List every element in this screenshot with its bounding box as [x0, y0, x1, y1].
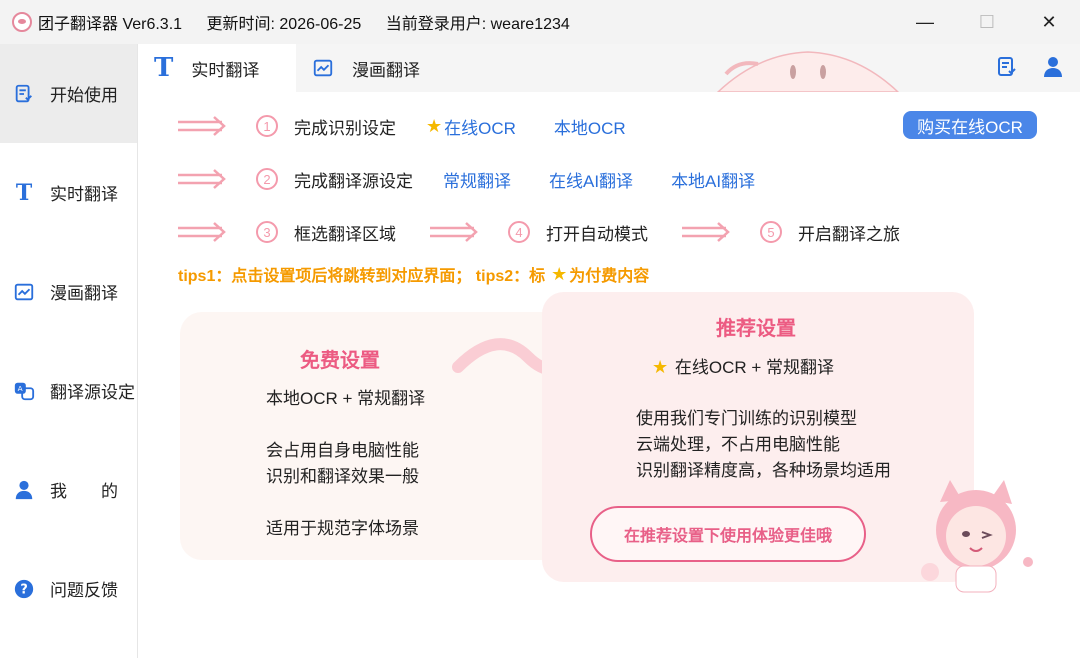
step-row-1: 1 完成识别设定 ★在线OCR 本地OCR	[176, 111, 664, 141]
app-title: 团子翻译器 Ver6.3.1	[38, 16, 183, 33]
tab-realtime-translate[interactable]: T 实时翻译	[138, 44, 296, 92]
arrow-icon	[430, 222, 478, 242]
sidebar-item-label: 开始使用	[50, 86, 118, 105]
card-subtitle: 本地OCR + 常规翻译	[266, 389, 426, 408]
notes-icon[interactable]	[994, 54, 1020, 80]
online-ai-translate-link[interactable]: 在线AI翻译	[549, 171, 634, 191]
sidebar-item-manga-translate[interactable]: 漫画翻译	[0, 242, 137, 341]
card-desc: 适用于规范字体场景	[266, 519, 419, 538]
regular-translate-link[interactable]: 常规翻译	[443, 171, 511, 191]
mascot-character-image	[921, 480, 1033, 593]
tab-bar: T 实时翻译 漫画翻译	[138, 44, 1080, 92]
online-ocr-link[interactable]: ★在线OCR	[426, 114, 516, 139]
current-user: 当前登录用户: weare1234	[385, 16, 570, 33]
step-label: 开启翻译之旅	[798, 224, 900, 244]
user-icon[interactable]	[1040, 54, 1066, 80]
tips-part1: tips1：点击设置项后将跳转到对应界面； tips2：标	[178, 268, 546, 285]
t-icon: T	[15, 179, 33, 206]
tab-label: 漫画翻译	[352, 60, 420, 80]
sidebar-item-label: 问题反馈	[50, 581, 118, 600]
card-subtitle-text: 在线OCR + 常规翻译	[674, 358, 835, 377]
card-title: 免费设置	[300, 350, 380, 372]
arrow-icon	[178, 169, 226, 189]
app-logo-icon	[12, 12, 32, 32]
tips-text: tips1：点击设置项后将跳转到对应界面； tips2：标 ★ 为付费内容	[178, 262, 649, 286]
sidebar-item-mine[interactable]: 我 的	[0, 440, 137, 539]
star-icon: ★	[551, 263, 568, 284]
sidebar-item-label: 实时翻译	[50, 185, 118, 204]
tab-manga-translate[interactable]: 漫画翻译	[296, 44, 436, 92]
card-desc: 识别翻译精度高，各种场景均适用	[636, 461, 891, 480]
translate-source-icon: A	[12, 379, 36, 403]
card-desc: 云端处理，不占用电脑性能	[636, 435, 840, 454]
tips-part2: 为付费内容	[569, 268, 650, 285]
arrow-icon	[682, 222, 730, 242]
card-desc: 识别和翻译效果一般	[266, 467, 419, 486]
tab-bar-actions	[994, 54, 1066, 80]
step-row-2: 2 完成翻译源设定 常规翻译 在线AI翻译 本地AI翻译	[176, 164, 793, 194]
step-number-badge: 5	[760, 221, 782, 243]
step-label[interactable]: 打开自动模式	[546, 224, 648, 244]
image-icon	[12, 280, 36, 304]
local-ocr-link[interactable]: 本地OCR	[553, 118, 626, 138]
svg-text:A: A	[18, 384, 23, 393]
image-icon	[312, 57, 334, 79]
arrow-icon	[178, 116, 226, 136]
card-subtitle: ★ 在线OCR + 常规翻译	[652, 354, 834, 381]
sidebar-item-feedback[interactable]: ? 问题反馈	[0, 539, 137, 638]
guide-icon	[12, 82, 36, 106]
sidebar-item-label: 翻译源设定	[50, 383, 135, 402]
link-label: 在线OCR	[444, 118, 516, 138]
card-desc: 使用我们专门训练的识别模型	[636, 409, 857, 428]
local-ai-translate-link[interactable]: 本地AI翻译	[671, 171, 756, 191]
minimize-button[interactable]: —	[916, 11, 934, 32]
close-button[interactable]: ✕	[1041, 11, 1057, 32]
arrow-icon	[178, 222, 226, 242]
svg-text:?: ?	[20, 582, 27, 597]
step-row-3: 3 框选翻译区域 4 打开自动模式 5 开启翻译之旅	[176, 217, 930, 247]
step-label[interactable]: 完成翻译源设定	[294, 171, 413, 191]
step-label[interactable]: 完成识别设定	[294, 118, 396, 138]
star-icon: ★	[652, 357, 669, 377]
star-icon: ★	[426, 115, 443, 136]
step-label[interactable]: 框选翻译区域	[294, 224, 396, 244]
sidebar-item-label: 我 的	[50, 482, 118, 501]
sidebar-item-translate-source[interactable]: A 翻译源设定	[0, 341, 137, 440]
window-controls: — ☐ ✕	[894, 0, 1080, 44]
speech-bubble: 在推荐设置下使用体验更佳哦	[590, 506, 866, 562]
card-desc: 会占用自身电脑性能	[266, 441, 419, 460]
tab-label: 实时翻译	[191, 60, 260, 80]
step-number-badge: 1	[256, 115, 278, 137]
card-title: 推荐设置	[716, 318, 796, 340]
update-time: 更新时间: 2026-06-25	[206, 16, 362, 33]
question-icon: ?	[12, 577, 36, 601]
title-bar: 团子翻译器 Ver6.3.1 更新时间: 2026-06-25 当前登录用户: …	[0, 0, 1080, 44]
mascot-ears-decoration	[716, 51, 900, 92]
maximize-button[interactable]: ☐	[978, 11, 996, 32]
step-number-badge: 3	[256, 221, 278, 243]
main-content: 1 完成识别设定 ★在线OCR 本地OCR 购买在线OCR 2 完成翻译源设定 …	[138, 92, 1080, 658]
buy-online-ocr-button[interactable]: 购买在线OCR	[903, 111, 1037, 139]
user-icon	[12, 478, 36, 502]
window-title: 团子翻译器 Ver6.3.1 更新时间: 2026-06-25 当前登录用户: …	[38, 10, 590, 34]
step-number-badge: 4	[508, 221, 530, 243]
sidebar: 开始使用 T 实时翻译 漫画翻译 A 翻译源设定 我 的 ? 问题反馈	[0, 44, 138, 658]
t-icon: T	[154, 53, 174, 83]
step-number-badge: 2	[256, 168, 278, 190]
sidebar-item-label: 漫画翻译	[50, 284, 118, 303]
sidebar-item-getting-started[interactable]: 开始使用	[0, 44, 137, 143]
sidebar-item-realtime-translate[interactable]: T 实时翻译	[0, 143, 137, 242]
